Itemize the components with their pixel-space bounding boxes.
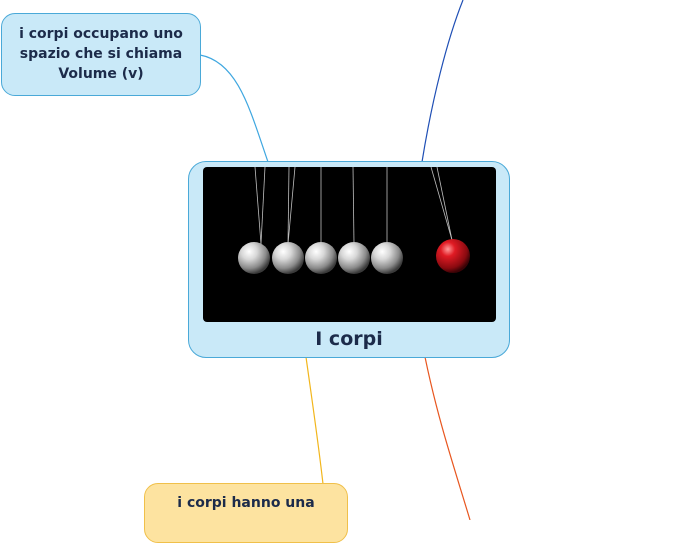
connector-top-right (421, 0, 464, 163)
central-topic-node[interactable]: I corpi (188, 161, 510, 358)
newtons-cradle-photo (203, 167, 496, 322)
topic-label-hanno: i corpi hanno una (177, 495, 315, 511)
topic-node-hanno[interactable]: i corpi hanno una (144, 483, 348, 543)
connector-bottom-right (424, 356, 471, 520)
newtons-cradle-illustration (238, 167, 470, 274)
central-topic-title: I corpi (315, 328, 383, 350)
topic-node-volume[interactable]: i corpi occupano uno spazio che si chiam… (1, 13, 201, 96)
connector-lines (199, 0, 471, 520)
connector-volume (199, 54, 269, 163)
topic-label-volume: i corpi occupano uno spazio che si chiam… (19, 26, 183, 82)
mindmap-canvas: i corpi occupano uno spazio che si chiam… (1, 0, 510, 543)
connector-yellow (305, 356, 324, 485)
